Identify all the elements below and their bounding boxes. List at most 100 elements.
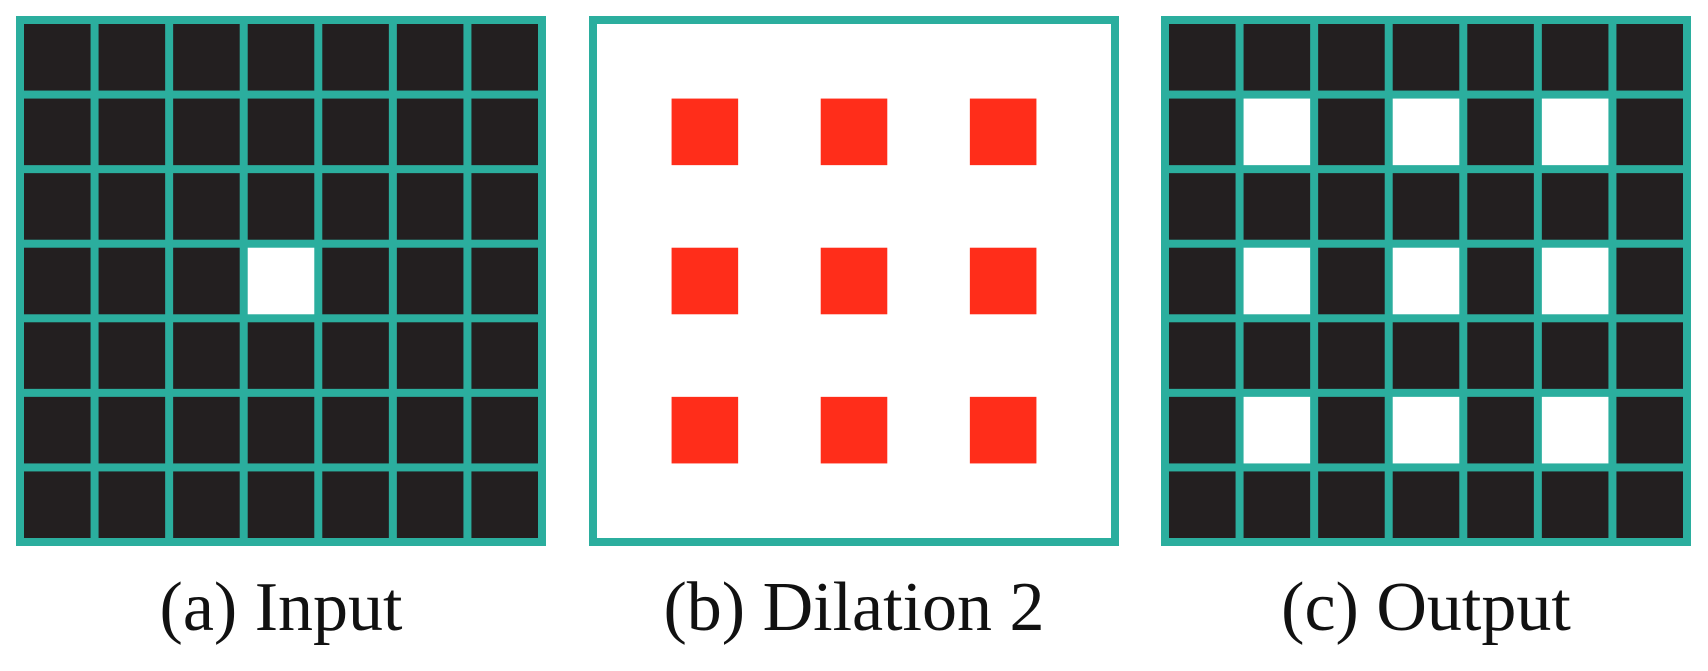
grid-cell [247, 471, 315, 538]
output-caption: (c) Output [1281, 569, 1571, 646]
grid-cell [1169, 173, 1236, 240]
grid-cell [1467, 396, 1534, 464]
grid-cell [247, 173, 315, 240]
grid-cell [1392, 471, 1460, 538]
grid-cell [173, 396, 240, 464]
grid-cell [1541, 173, 1609, 240]
grid-cell-active [1243, 247, 1311, 315]
grid-cell [1392, 322, 1460, 389]
grid-cell [471, 24, 538, 91]
grid-cell [1616, 24, 1683, 91]
grid-cell-active [247, 247, 315, 315]
grid-cell [24, 98, 91, 166]
grid-cell [471, 247, 538, 315]
grid-cell [1616, 471, 1683, 538]
kernel-tap [969, 98, 1037, 166]
grid-cell [1318, 98, 1385, 166]
grid-cell [1243, 322, 1311, 389]
input-caption: (a) Input [159, 569, 403, 646]
dilation-kernel [589, 16, 1119, 546]
grid-cell [1318, 396, 1385, 464]
grid-cell [1467, 247, 1534, 315]
grid-cell [1243, 173, 1311, 240]
grid-cell [1467, 322, 1534, 389]
grid-cell [24, 173, 91, 240]
grid-cell [1467, 98, 1534, 166]
grid-cell [247, 322, 315, 389]
grid-cell [1541, 322, 1609, 389]
grid-cell [98, 98, 166, 166]
grid-cell-active [1392, 247, 1460, 315]
grid-cell [1616, 173, 1683, 240]
grid-cell [396, 24, 464, 91]
grid-cell [1169, 98, 1236, 166]
kernel-tap [671, 396, 739, 464]
grid-cell [1392, 24, 1460, 91]
grid-cell-active [1392, 396, 1460, 464]
grid-cell [1169, 24, 1236, 91]
grid-cell [396, 322, 464, 389]
grid-cell [173, 247, 240, 315]
grid-cell [98, 471, 166, 538]
grid-cell [98, 322, 166, 389]
grid-cell [24, 322, 91, 389]
grid-cell [247, 396, 315, 464]
grid-cell [471, 396, 538, 464]
grid-cell [24, 396, 91, 464]
grid-cell [322, 322, 389, 389]
grid-cell [98, 173, 166, 240]
grid-cell [322, 247, 389, 315]
grid-cell [173, 24, 240, 91]
grid-cell [1467, 471, 1534, 538]
kernel-tap [969, 396, 1037, 464]
grid-cell [396, 173, 464, 240]
kernel-tap [820, 247, 888, 315]
grid-cell [471, 98, 538, 166]
grid-cell [1169, 322, 1236, 389]
grid-cell [1392, 173, 1460, 240]
grid-cell [173, 322, 240, 389]
grid-cell [396, 247, 464, 315]
grid-cell [1541, 471, 1609, 538]
grid-cell [322, 471, 389, 538]
grid-cell [98, 247, 166, 315]
grid-cell-active [1541, 247, 1609, 315]
grid-cell [1467, 24, 1534, 91]
grid-cell [322, 24, 389, 91]
grid-cell [1243, 471, 1311, 538]
grid-cell [1541, 24, 1609, 91]
grid-cell-active [1541, 98, 1609, 166]
grid-cell [98, 396, 166, 464]
grid-cell [471, 322, 538, 389]
grid-cell [1616, 247, 1683, 315]
output-grid [1161, 16, 1691, 546]
grid-cell [1616, 322, 1683, 389]
grid-cell [173, 98, 240, 166]
grid-cell [1318, 24, 1385, 91]
grid-cell [322, 396, 389, 464]
grid-cell [173, 173, 240, 240]
grid-cell [396, 471, 464, 538]
grid-cell [24, 24, 91, 91]
grid-cell-active [1243, 98, 1311, 166]
grid-cell [1169, 247, 1236, 315]
input-grid [16, 16, 546, 546]
kernel-tap [820, 98, 888, 166]
kernel-tap [969, 247, 1037, 315]
grid-cell-active [1392, 98, 1460, 166]
kernel-tap [671, 247, 739, 315]
grid-cell [396, 396, 464, 464]
grid-cell [247, 24, 315, 91]
kernel-tap [820, 396, 888, 464]
kernel-tap [671, 98, 739, 166]
grid-cell [1616, 396, 1683, 464]
grid-cell [1169, 396, 1236, 464]
grid-cell [173, 471, 240, 538]
grid-cell-active [1243, 396, 1311, 464]
grid-cell [1467, 173, 1534, 240]
grid-cell [1318, 471, 1385, 538]
grid-cell [322, 98, 389, 166]
grid-cell [1169, 471, 1236, 538]
grid-cell [471, 471, 538, 538]
